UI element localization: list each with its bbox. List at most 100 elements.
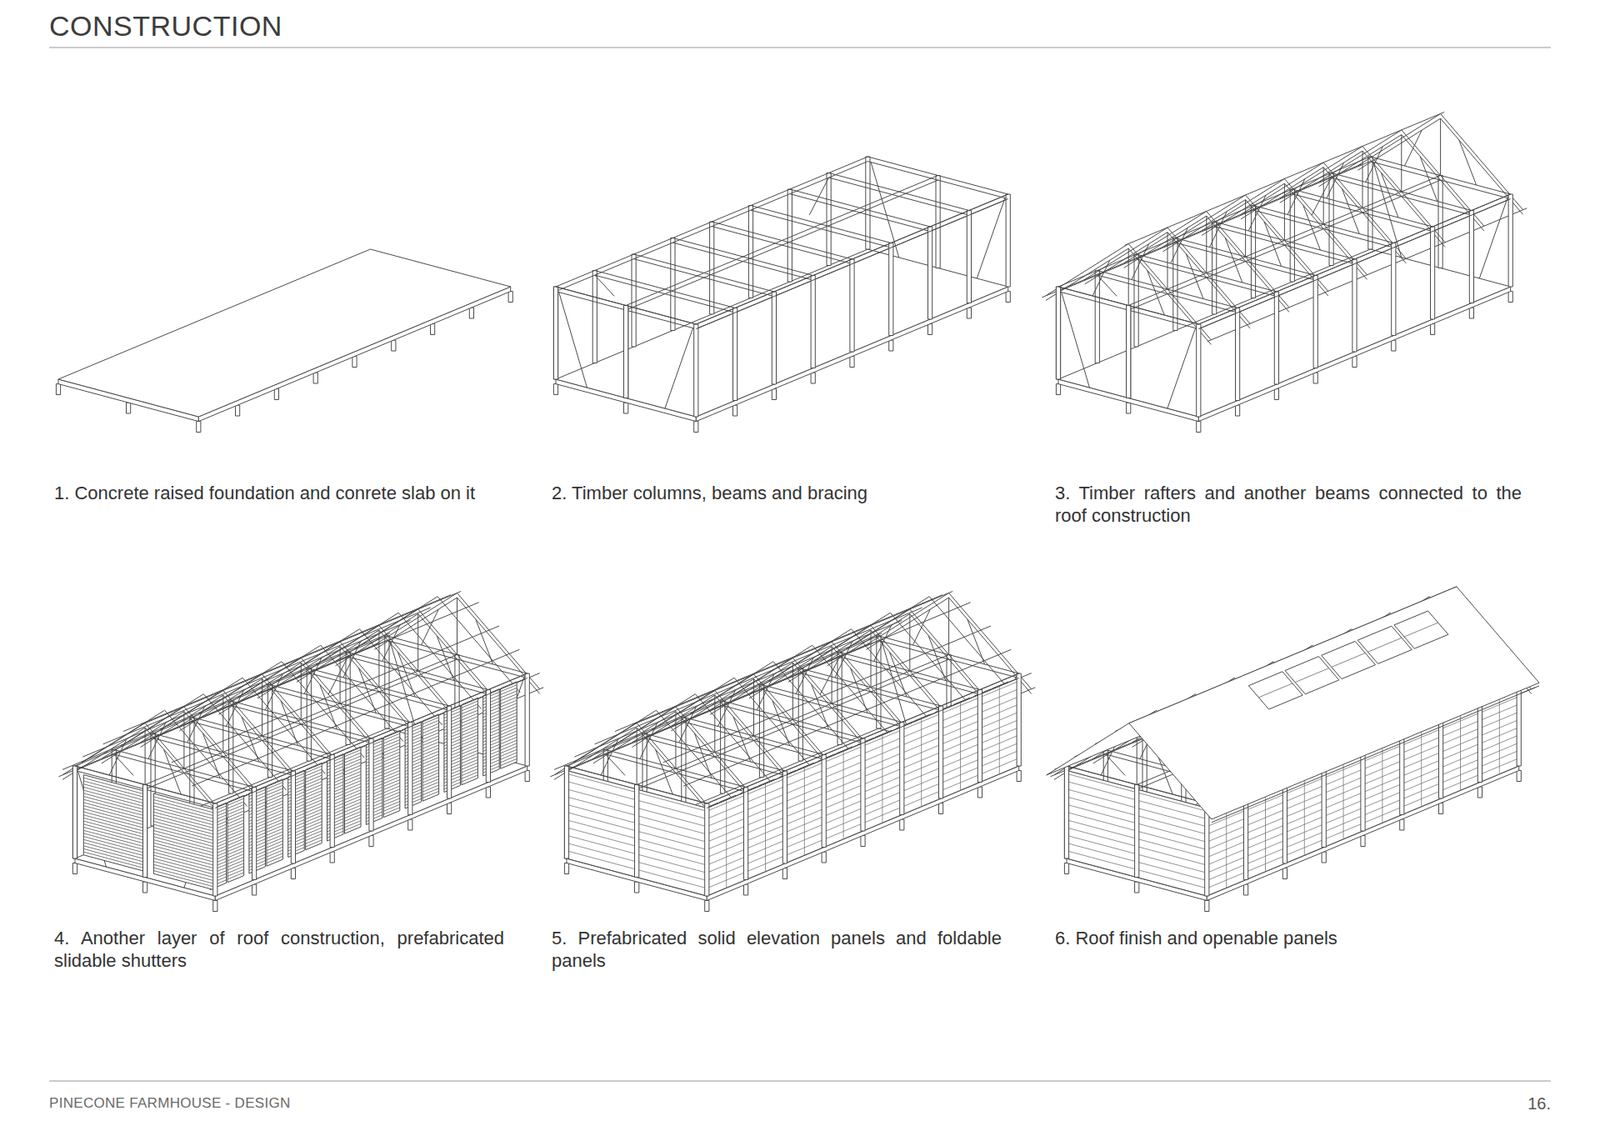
timber-column — [485, 690, 490, 783]
drawing-line — [227, 860, 245, 867]
drawing-line — [83, 802, 145, 820]
timber-column — [635, 785, 640, 878]
timber-column — [313, 372, 318, 384]
drawing-line — [444, 742, 461, 750]
drawing-line — [266, 791, 284, 799]
drawing-line — [422, 741, 439, 749]
timber-column — [1135, 785, 1140, 878]
drawing-line — [1319, 135, 1402, 187]
elevation-panel — [981, 678, 1019, 782]
drawing-line — [266, 837, 284, 845]
drawing-line — [365, 762, 383, 770]
timber-column — [72, 765, 77, 859]
drawing-line — [890, 612, 973, 709]
drawing-line — [83, 799, 145, 816]
timber-column — [1274, 389, 1279, 400]
drawing-line — [461, 744, 479, 751]
drawing-line — [227, 807, 245, 815]
drawing-line — [638, 792, 705, 811]
drawing-line — [595, 275, 615, 296]
drawing-line — [920, 718, 922, 807]
drawing-line — [305, 834, 323, 841]
timber-column — [624, 305, 629, 399]
drawing-line — [266, 853, 284, 860]
drawing-line — [444, 714, 461, 721]
drawing-line — [345, 761, 362, 769]
drawing-line — [305, 796, 323, 804]
drawing-line — [83, 830, 145, 847]
isometric-stage-drawing — [58, 591, 544, 912]
drawing-line — [1225, 237, 1243, 283]
timber-column — [430, 324, 435, 335]
drawing-line — [820, 656, 840, 695]
drawing-line — [500, 718, 518, 725]
drawing-line — [500, 703, 518, 710]
drawing-line — [422, 785, 439, 792]
drawing-line — [383, 785, 400, 793]
drawing-line — [365, 777, 383, 785]
drawing-line — [83, 793, 145, 810]
drawing-line — [383, 767, 400, 775]
drawing-line — [123, 595, 451, 732]
drawing-line — [405, 780, 422, 787]
drawing-line — [568, 835, 635, 855]
drawing-line — [461, 713, 479, 720]
drawing-line — [249, 823, 266, 830]
drawing-line — [695, 194, 1008, 325]
drawing-line — [276, 629, 360, 681]
drawing-line — [1380, 172, 1399, 218]
drawing-line — [365, 802, 383, 810]
drawing-line — [83, 833, 145, 850]
timber-column — [553, 286, 558, 380]
timber-column — [1055, 384, 1060, 395]
drawing-line — [153, 858, 215, 875]
drawing-line — [327, 769, 345, 776]
drawing-line — [461, 738, 479, 745]
drawing-line — [83, 815, 145, 832]
drawing-line — [568, 797, 635, 816]
drawing-line — [483, 744, 500, 751]
drawing-line — [227, 872, 245, 880]
slidable-shutter — [345, 746, 362, 834]
drawing-line — [605, 754, 625, 776]
drawing-line — [227, 814, 245, 821]
timber-column — [72, 863, 77, 875]
timber-column — [213, 803, 218, 896]
timber-column — [889, 243, 894, 336]
drawing-line — [555, 156, 868, 287]
drawing-line — [227, 838, 245, 845]
timber-column — [525, 673, 530, 766]
timber-column — [935, 175, 940, 269]
timber-column — [1244, 884, 1249, 895]
timber-column — [928, 226, 933, 320]
drawing-line — [1201, 179, 1285, 231]
elevation-panel — [864, 727, 901, 831]
drawing-line — [249, 817, 266, 825]
drawing-line — [1240, 162, 1324, 215]
drawing-line — [242, 677, 325, 774]
drawing-line — [315, 612, 399, 665]
drawing-line — [1198, 199, 1510, 330]
timber-column — [624, 402, 629, 414]
drawing-line — [288, 791, 305, 799]
drawing-line — [327, 775, 345, 783]
drawing-line — [1162, 200, 1245, 252]
drawing-line — [83, 808, 145, 825]
drawing-line — [365, 805, 383, 813]
drawing-line — [461, 707, 479, 715]
timber-column — [1126, 305, 1131, 399]
drawing-line — [483, 763, 500, 770]
timber-column — [553, 286, 558, 380]
drawing-line — [398, 612, 481, 709]
drawing-line — [1124, 215, 1207, 268]
drawing-line — [1264, 221, 1282, 267]
drawing-line — [483, 707, 500, 715]
drawing-line — [345, 752, 362, 760]
drawing-line — [444, 723, 461, 730]
drawing-line — [405, 758, 422, 765]
drawing-line — [215, 678, 527, 809]
drawing-line — [444, 730, 461, 737]
drawing-line — [305, 818, 323, 825]
timber-column — [782, 770, 787, 864]
drawing-line — [422, 754, 439, 761]
